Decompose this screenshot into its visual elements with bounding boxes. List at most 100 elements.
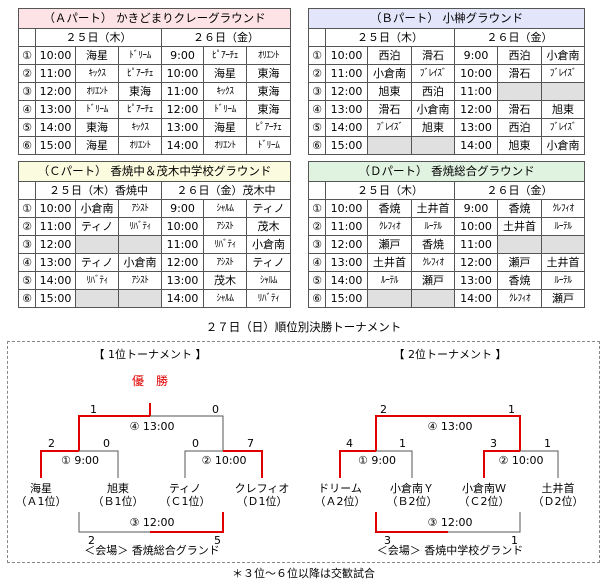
t1-team-4-seed: （Ｄ1位） [237,494,288,508]
day1-team-a: 旭東 [367,82,412,101]
day1-team-a: 香焼 [367,199,412,218]
part-title-row: （Ｃパート） 香焼中＆茂木中学校グラウンド [17,161,292,182]
t2-third-match: ③ 12:00 [427,516,472,529]
day2-team-b: 小倉南 [245,235,292,254]
day2-time: 9:00 [454,199,498,218]
t2-team-1-name: ドリーム [318,482,362,495]
t2-final-path [375,415,521,451]
t1-third-score-l: 2 [88,534,95,547]
t2-semi-left-score-l: 4 [346,437,353,450]
day1-team-b [118,289,162,308]
t1-team-4-name: クレフィオ [235,482,290,495]
t2-semi-left-match: ① 9:00 [358,454,396,467]
t1-third-score-r: 5 [214,534,221,547]
day2-team-a: 土井首 [497,217,542,236]
day1-time: 14:00 [325,271,368,290]
t2-final-match: ④ 13:00 [427,420,472,433]
t1-semi-right-lose [184,450,223,478]
day2-team-a: 西泊 [497,118,542,137]
t1-semi-left-match: ① 9:00 [61,454,99,467]
day1-team-b: ｵﾘｴﾝﾄ [118,136,162,155]
day1-time: 11:00 [35,64,76,83]
t2-semi-right-match: ② 10:00 [498,454,543,467]
t1-semi-right-win [223,450,263,478]
day1-team-a [367,289,412,308]
day1-team-a: 海星 [75,136,119,155]
day2-team-b: ﾄﾞﾘｰﾑ [245,136,292,155]
day1-team-b [411,136,455,155]
day2-time: 11:00 [161,235,204,254]
day2-team-b: ｼｬﾙﾑ [245,271,292,290]
day1-time: 13:00 [325,253,368,272]
day2-team-b: 東海 [245,64,292,83]
t1-third-lose [78,512,150,533]
t1-team-3-name: ティノ [169,482,201,495]
day1-time: 15:00 [325,136,368,155]
t1-semi-left-score-l: 2 [48,437,55,450]
t1-final-win-path [78,415,150,451]
t2-final-score-left: 2 [380,403,387,416]
day1-team-a: 土井首 [367,253,412,272]
day2-time: 12:00 [454,100,498,119]
day2-team-b: ﾘﾊﾞﾃｨ [245,289,292,308]
day1-time: 12:00 [35,82,76,101]
day2-team-b [540,82,586,101]
day2-team-a: 海星 [203,118,247,137]
day2-time: 14:00 [161,289,204,308]
t2-third-win [375,512,448,533]
part-title-row: （Ａパート） かきどまりクレーグラウンド [17,8,292,29]
day2-time: 12:00 [161,100,204,119]
part-title-row: （Ｂパート） 小榊グラウンド [307,8,586,29]
t2-title: 【 2位トーナメント 】 [394,347,507,361]
day2-team-b [540,235,586,254]
t1-final-score-left: 1 [90,403,97,416]
day2-time: 14:00 [161,136,204,155]
day1-team-a [75,235,119,254]
t2-final-score-right: 1 [508,403,515,416]
t1-semi-right-score-r: 7 [247,437,254,450]
day1-header: ２５日（木）香焼中 [35,181,162,200]
day2-time: 13:00 [454,271,498,290]
t2-team-2-name: 小倉南Ｙ [390,481,434,495]
t2-team-3-name: 小倉南Ｗ [462,481,506,495]
part-title: （Ｂパート） 小榊グラウンド [307,8,586,29]
day2-time: 14:00 [454,289,498,308]
day2-time: 14:00 [454,136,498,155]
t1-team-2-seed: （Ｂ1位） [93,494,144,508]
t2-semi-right-score-r: 1 [544,437,551,450]
t2-semi-left-win [339,450,376,478]
day2-team-a: 滑石 [497,64,542,83]
day1-team-b: 小倉南 [411,100,455,119]
day1-header: ２５日（木） [325,181,455,200]
tournament-1: 【 1位トーナメント 】 優 勝 1 0 ④ 13:00 2 0 ① 9:00 … [16,347,290,557]
day2-team-a [497,235,542,254]
day1-time: 12:00 [35,235,76,254]
t2-team-4-name: 土井首 [542,481,575,495]
t2-semi-left-score-r: 1 [399,437,406,450]
day2-team-b: 旭東 [540,100,586,119]
t2-team-1-seed: （Ａ2位） [315,494,366,508]
t2-semi-right-win [483,450,520,478]
day1-team-b: 滑石 [411,46,455,65]
t1-semi-right-score-l: 0 [192,437,199,450]
t2-team-4-seed: （Ｄ2位） [533,494,584,508]
part-title: （Ｄパート） 香焼総合グラウンド [307,161,586,182]
day1-team-a: ティノ [75,253,119,272]
t1-venue: ＜会場＞ 香焼総合グランド [84,543,220,557]
day1-time: 15:00 [325,289,368,308]
